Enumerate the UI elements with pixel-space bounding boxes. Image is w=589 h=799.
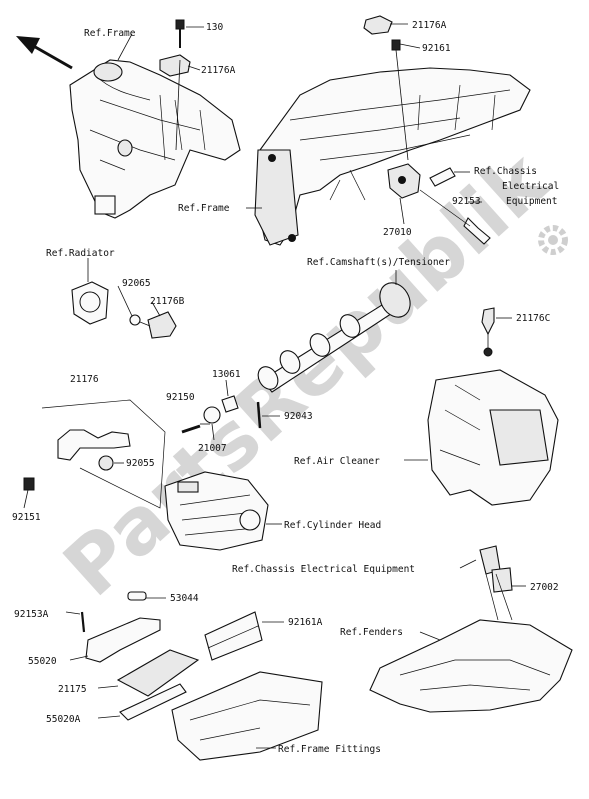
- part-53044-pin: [127, 591, 147, 601]
- part-130-bolt: [175, 19, 185, 48]
- part-55020a-holder: [119, 683, 187, 721]
- part-21176a-left-bracket: [159, 54, 191, 77]
- label-92161: 92161: [422, 43, 451, 54]
- label-92153a: 92153A: [14, 609, 49, 620]
- front-direction-arrow-icon: [16, 36, 73, 70]
- label-ref-frame-top: Ref.Frame: [84, 28, 136, 39]
- label-13061: 13061: [212, 369, 241, 380]
- label-53044: 53044: [170, 593, 199, 604]
- part-21007-rotor: [203, 406, 221, 424]
- label-130: 130: [206, 22, 223, 33]
- frame-left-section: [69, 59, 241, 219]
- label-ref-chassis-line3: Equipment: [506, 196, 557, 207]
- label-92150: 92150: [166, 392, 195, 403]
- label-21176c: 21176C: [516, 313, 550, 324]
- label-27002: 27002: [530, 582, 559, 593]
- label-92161a: 92161A: [288, 617, 323, 628]
- part-21176a-top-bracket: [363, 15, 393, 35]
- label-21007: 21007: [198, 443, 227, 454]
- frame-fittings-tray: [171, 671, 323, 761]
- label-ref-chassis-line2: Electrical: [502, 181, 559, 192]
- cylinder-head-section: [164, 471, 269, 551]
- label-27010: 27010: [383, 227, 412, 238]
- radiator-temp-sensor-group: [71, 281, 177, 339]
- label-21176a-left: 21176A: [201, 65, 236, 76]
- frame-main-section: [254, 67, 531, 246]
- label-21176a-top: 21176A: [412, 20, 447, 31]
- part-92161a-ecu: [204, 611, 263, 661]
- part-21176c-sensor: [481, 307, 495, 336]
- label-92043: 92043: [284, 411, 313, 422]
- label-92153: 92153: [452, 196, 481, 207]
- label-55020: 55020: [28, 656, 57, 667]
- label-92151: 92151: [12, 512, 41, 523]
- label-92065: 92065: [122, 278, 151, 289]
- fender-section: [369, 545, 573, 713]
- part-92043-pin: [256, 401, 262, 429]
- label-ref-camshaft: Ref.Camshaft(s)/Tensioner: [307, 257, 450, 268]
- label-ref-chassis-full: Ref.Chassis Electrical Equipment: [232, 564, 415, 575]
- label-ref-fenders: Ref.Fenders: [340, 627, 403, 638]
- part-55020-holder: [85, 617, 161, 663]
- part-92153-pin: [419, 167, 491, 245]
- part-27010-switch: [387, 163, 421, 199]
- air-cleaner-section: [427, 347, 559, 506]
- part-92150-bolt: [181, 424, 201, 434]
- camshaft-assembly: [257, 282, 411, 393]
- label-21176b: 21176B: [150, 296, 185, 307]
- label-55020a: 55020A: [46, 714, 81, 725]
- label-ref-frame-mid: Ref.Frame: [178, 203, 230, 214]
- label-92055: 92055: [126, 458, 155, 469]
- label-ref-chassis-line1: Ref.Chassis: [474, 166, 537, 177]
- part-21176-box: [23, 399, 166, 509]
- part-13061-plug: [221, 395, 239, 413]
- part-21175-battery: [116, 649, 200, 697]
- part-92161-sensor: [391, 39, 401, 51]
- label-21176: 21176: [70, 374, 99, 385]
- label-21175: 21175: [58, 684, 87, 695]
- label-ref-cylinder-head: Ref.Cylinder Head: [284, 520, 381, 531]
- part-92153a-screw: [80, 611, 86, 633]
- gear-icon: [538, 225, 568, 255]
- label-ref-radiator: Ref.Radiator: [46, 248, 115, 259]
- label-ref-frame-fittings: Ref.Frame Fittings: [278, 744, 381, 755]
- label-ref-air-cleaner: Ref.Air Cleaner: [294, 456, 380, 467]
